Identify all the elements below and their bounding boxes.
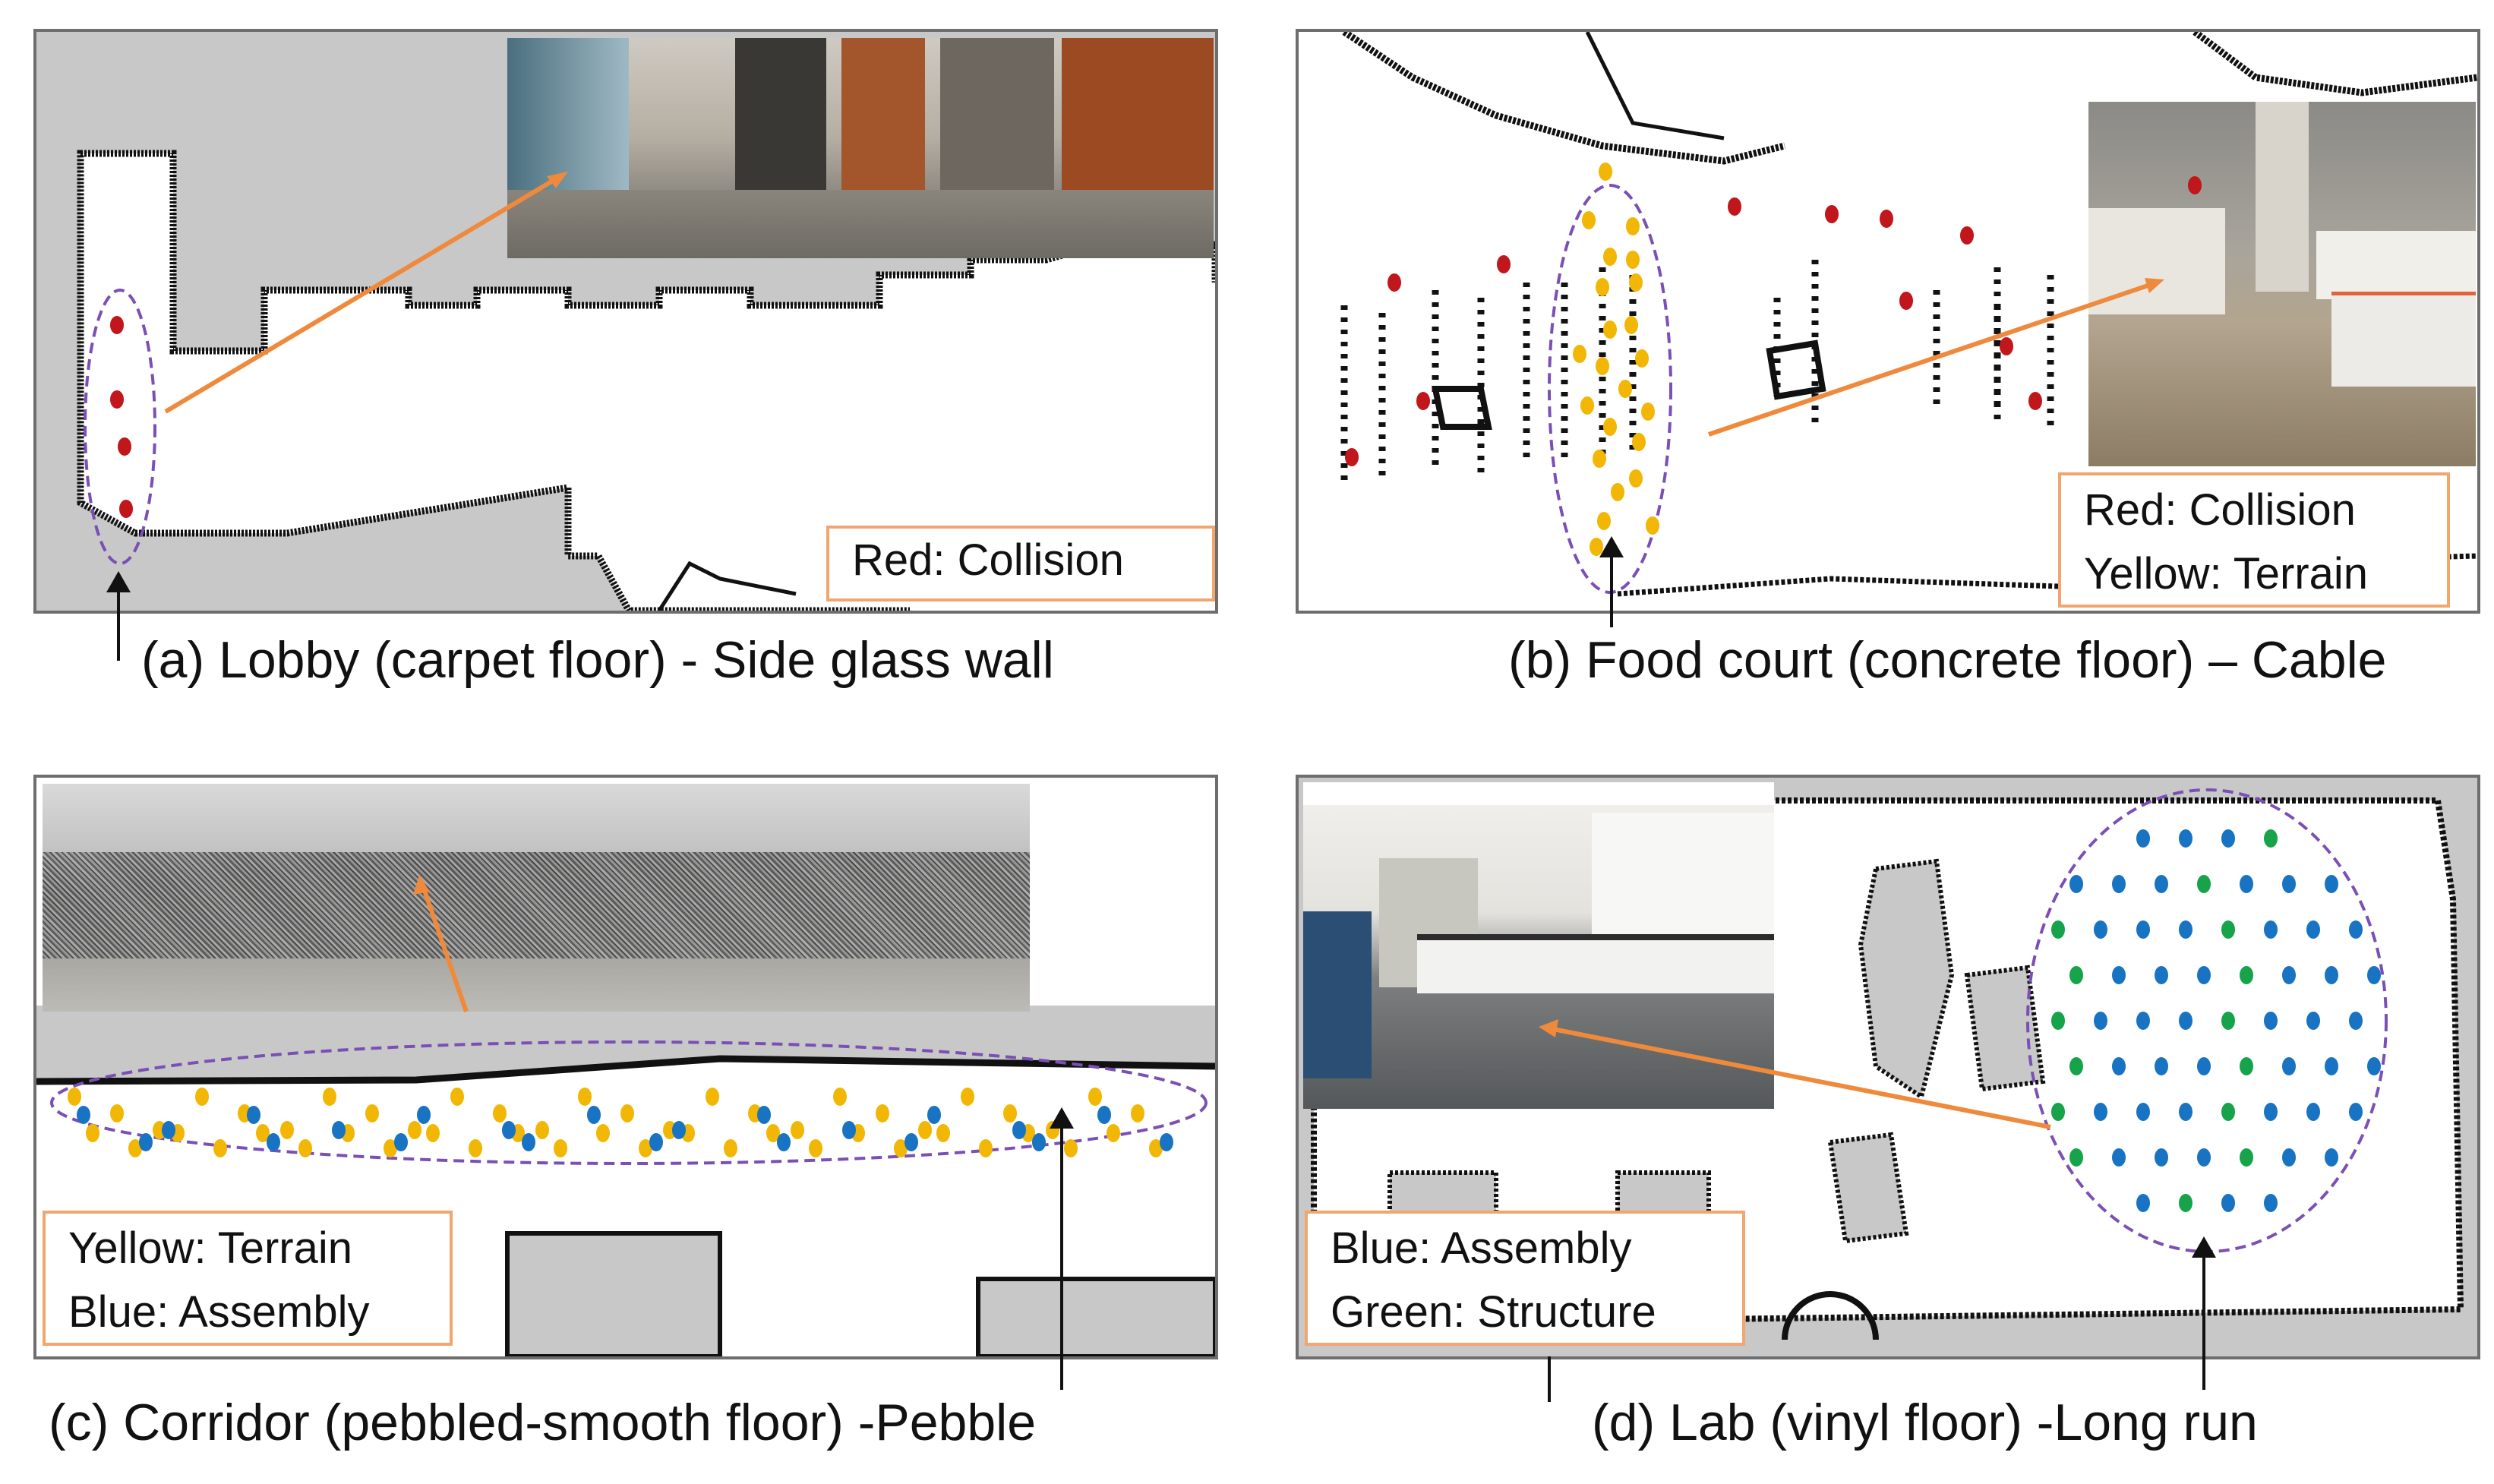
panel-c-pointer-line [1060, 1116, 1063, 1390]
legend-c-terrain: Yellow: Terrain [68, 1224, 352, 1273]
legend-d-structure: Green: Structure [1331, 1287, 1656, 1337]
caption-a: (a) Lobby (carpet floor) - Side glass wa… [141, 631, 1054, 689]
legend-d-assembly: Blue: Assembly [1331, 1224, 1632, 1273]
legend-d: Blue: Assembly Green: Structure [1305, 1211, 1745, 1346]
corridor-photo [43, 784, 1030, 1012]
legend-b-collision: Red: Collision [2084, 485, 2356, 535]
panel-c-pointer-arrowhead [1050, 1107, 1074, 1129]
panel-b-pointer-line [1610, 545, 1613, 627]
panel-a-pointer-line [117, 577, 120, 661]
panel-d-pointer-line [2202, 1246, 2205, 1390]
legend-b-terrain: Yellow: Terrain [2084, 549, 2368, 598]
caption-b: (b) Food court (concrete floor) – Cable [1508, 631, 2387, 689]
panel-b-food-court-map: Red: Collision Yellow: Terrain [1296, 29, 2480, 614]
legend-c: Yellow: Terrain Blue: Assembly [43, 1211, 453, 1346]
legend-a-collision: Red: Collision [852, 535, 1124, 585]
legend-a: Red: Collision [826, 526, 1215, 601]
panel-d-pointer-arrowhead [2192, 1236, 2216, 1258]
panel-a-lobby-map: Red: Collision [33, 29, 1218, 614]
lobby-photo [507, 38, 1214, 258]
caption-d: (d) Lab (vinyl floor) -Long run [1592, 1394, 2258, 1451]
panel-b-pointer-arrowhead [1599, 536, 1624, 557]
food-court-photo [2088, 102, 2476, 466]
panel-d-tick-line [1548, 1356, 1551, 1402]
panel-a-pointer-arrowhead [106, 571, 131, 592]
panel-d-lab-map: Blue: Assembly Green: Structure [1296, 775, 2480, 1359]
lab-photo [1303, 782, 1774, 1109]
legend-c-assembly: Blue: Assembly [68, 1287, 370, 1337]
legend-b: Red: Collision Yellow: Terrain [2058, 472, 2450, 608]
panel-c-corridor-map: Yellow: Terrain Blue: Assembly [33, 775, 1218, 1359]
caption-c: (c) Corridor (pebbled-smooth floor) -Peb… [49, 1394, 1037, 1451]
